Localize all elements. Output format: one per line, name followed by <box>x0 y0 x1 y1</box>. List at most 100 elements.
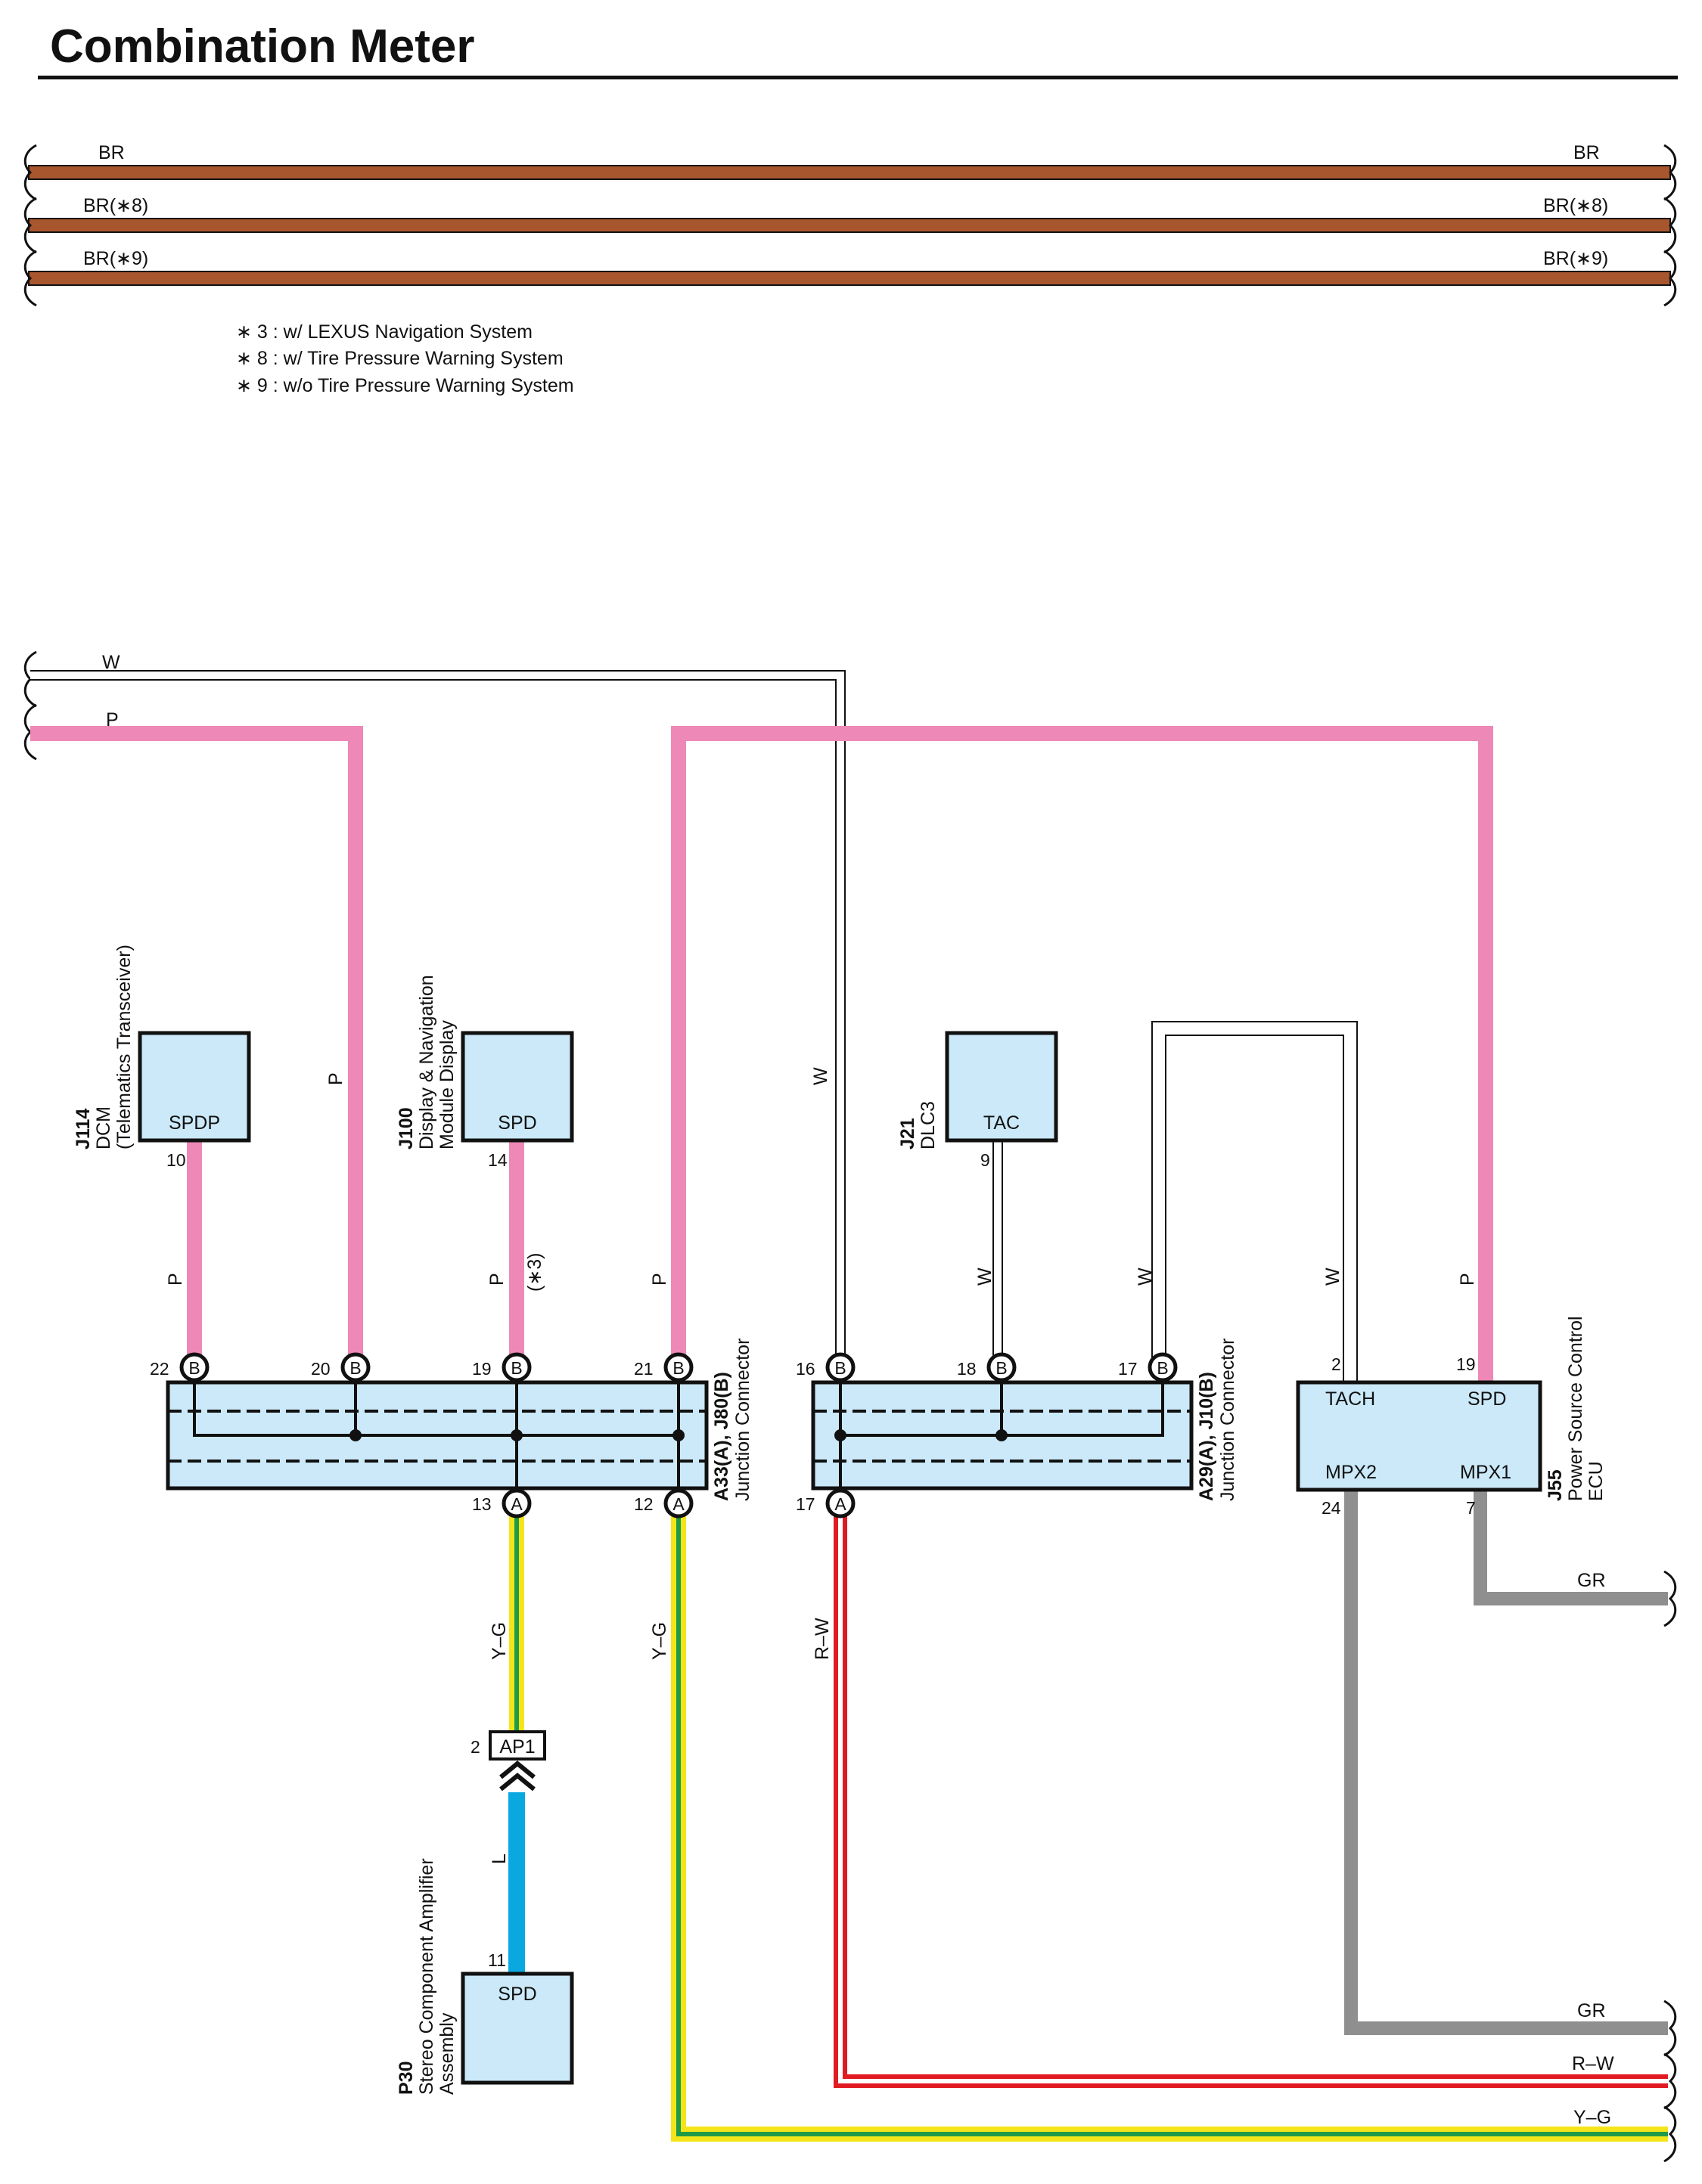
vertical-wire-labels: P P P (∗3) P W W W W P Y–G Y–G R–W L <box>165 1067 1478 1864</box>
terminal-tach: TACH <box>1325 1388 1375 1410</box>
wire-label-br8-left: BR(∗8) <box>83 195 148 216</box>
wire-label-rw-right: R–W <box>1572 2053 1614 2074</box>
svg-text:A: A <box>834 1494 846 1514</box>
inline-connector-ap1: AP1 2 <box>471 1730 546 1792</box>
pin-circle-b-16: B 16 <box>796 1352 856 1382</box>
component-name-assembly: Assembly <box>436 2012 458 2095</box>
svg-text:B: B <box>995 1358 1007 1378</box>
pin-circle-b-20: B 20 <box>311 1352 371 1382</box>
wire-label-br-left: BR <box>98 142 125 163</box>
wire-w-main <box>30 670 846 1367</box>
junction-name-2: Junction Connector <box>1217 1339 1238 1501</box>
svg-text:B: B <box>834 1358 846 1378</box>
pin-circle-b-21: B 21 <box>634 1352 694 1382</box>
break-icon <box>1663 2105 1677 2163</box>
component-name-module: Module Display <box>436 1020 458 1149</box>
component-j21: TAC 9 J21 DLC3 <box>897 1031 1058 1170</box>
svg-text:B: B <box>672 1358 684 1378</box>
wire-label-br9-right: BR(∗9) <box>1543 248 1608 269</box>
component-name-dcm: DCM <box>93 1106 114 1149</box>
component-name-telematics: (Telematics Transceiver) <box>113 945 135 1149</box>
component-j55: TACH SPD MPX2 MPX1 2 19 24 7 J55 Power S… <box>1296 1316 1607 1518</box>
pin-9: 9 <box>980 1150 990 1170</box>
component-j114: SPDP 10 J114 DCM (Telematics Transceiver… <box>73 945 251 1170</box>
pin-circle-b-17: B 17 <box>1118 1352 1178 1382</box>
connector-chevron-icon <box>499 1761 536 1779</box>
pin-10: 10 <box>166 1150 186 1170</box>
component-j100: SPD 14 J100 Display & Navigation Module … <box>396 975 574 1170</box>
junction-name-1: Junction Connector <box>732 1339 753 1501</box>
svg-text:17: 17 <box>1118 1359 1138 1379</box>
wire-label-p-top: P <box>106 709 119 731</box>
wire-label-yg: Y–G <box>489 1622 510 1660</box>
wire-label-br8-right: BR(∗8) <box>1543 195 1608 216</box>
component-code-j114: J114 <box>73 1109 94 1149</box>
pin-circle-a-13: A 13 <box>472 1488 532 1519</box>
wire-label-w: W <box>810 1067 831 1085</box>
notes: ∗ 3 : w/ LEXUS Navigation System ∗ 8 : w… <box>236 321 574 396</box>
break-icon <box>1663 250 1677 307</box>
terminal-spd-ecu: SPD <box>1468 1388 1506 1410</box>
title-rule <box>38 76 1678 79</box>
wire-label-br-right: BR <box>1573 142 1600 163</box>
wire-label-p: P <box>486 1273 508 1286</box>
pin-circle-b-22: B 22 <box>150 1352 210 1382</box>
wire-label-note3: (∗3) <box>524 1252 545 1292</box>
pin-circle-a-17: A 17 <box>796 1488 856 1519</box>
wire-br-9 <box>28 271 1671 286</box>
break-icon <box>1663 1570 1677 1627</box>
break-icon <box>23 197 37 254</box>
pin-11: 11 <box>488 1950 506 1970</box>
junction-code-1: A33(A), J80(B) <box>711 1372 732 1501</box>
wire-label-gr-lower: GR <box>1577 2000 1606 2021</box>
svg-text:20: 20 <box>311 1359 331 1379</box>
component-name-ecu: ECU <box>1586 1461 1607 1501</box>
component-code-p30: P30 <box>396 2061 417 2095</box>
wire-p <box>30 726 1493 1382</box>
wire-label-l: L <box>489 1854 510 1864</box>
pin-circle-a-12: A 12 <box>634 1488 694 1519</box>
svg-text:21: 21 <box>634 1359 654 1379</box>
connector-code-ap1: AP1 <box>499 1736 535 1757</box>
br-bus: BR BR BR(∗8) BR(∗8) BR(∗9) BR(∗9) <box>28 142 1671 286</box>
note-8: ∗ 8 : w/ Tire Pressure Warning System <box>236 348 564 369</box>
terminal-mpx2: MPX2 <box>1325 1462 1377 1483</box>
component-code-j55: J55 <box>1545 1469 1566 1501</box>
junction-code-2: A29(A), J10(B) <box>1196 1372 1217 1501</box>
wire-label-br9-left: BR(∗9) <box>83 248 148 269</box>
wire-label-rw: R–W <box>812 1618 833 1660</box>
svg-text:12: 12 <box>634 1494 654 1514</box>
pin-2-ap1: 2 <box>471 1737 480 1757</box>
terminal-spdp: SPDP <box>169 1112 220 1134</box>
wire-gr <box>1344 1490 1668 2035</box>
svg-text:13: 13 <box>472 1494 492 1514</box>
note-9: ∗ 9 : w/o Tire Pressure Warning System <box>236 375 574 396</box>
terminal-spd-amp: SPD <box>498 1984 536 2005</box>
pin-circle-b-19: B 19 <box>472 1352 532 1382</box>
svg-text:B: B <box>349 1358 361 1378</box>
component-name-dlc3: DLC3 <box>918 1101 939 1149</box>
wire-label-p: P <box>649 1273 670 1286</box>
connector-chevron-icon <box>499 1773 536 1792</box>
pin-2: 2 <box>1331 1354 1341 1374</box>
wire-label-gr-upper: GR <box>1577 1570 1606 1591</box>
break-brackets <box>23 144 1677 2163</box>
break-icon <box>1663 144 1677 201</box>
terminal-mpx1: MPX1 <box>1460 1462 1511 1483</box>
terminal-tac: TAC <box>983 1112 1020 1134</box>
svg-text:A: A <box>672 1494 685 1514</box>
svg-text:B: B <box>511 1358 522 1378</box>
wire-br <box>28 165 1671 180</box>
note-3: ∗ 3 : w/ LEXUS Navigation System <box>236 321 533 343</box>
component-name-stereo: Stereo Component Amplifier <box>416 1858 437 2095</box>
component-code-j21: J21 <box>897 1118 918 1149</box>
page-title: Combination Meter <box>50 20 474 73</box>
svg-text:17: 17 <box>796 1494 815 1514</box>
wire-yg <box>509 1512 1668 2142</box>
svg-text:B: B <box>1157 1358 1168 1378</box>
terminal-spd: SPD <box>498 1112 536 1134</box>
component-p30: SPD 11 P30 Stereo Component Amplifier As… <box>396 1858 574 2095</box>
wire-label-w: W <box>1322 1267 1343 1286</box>
component-code-j100: J100 <box>396 1107 417 1149</box>
